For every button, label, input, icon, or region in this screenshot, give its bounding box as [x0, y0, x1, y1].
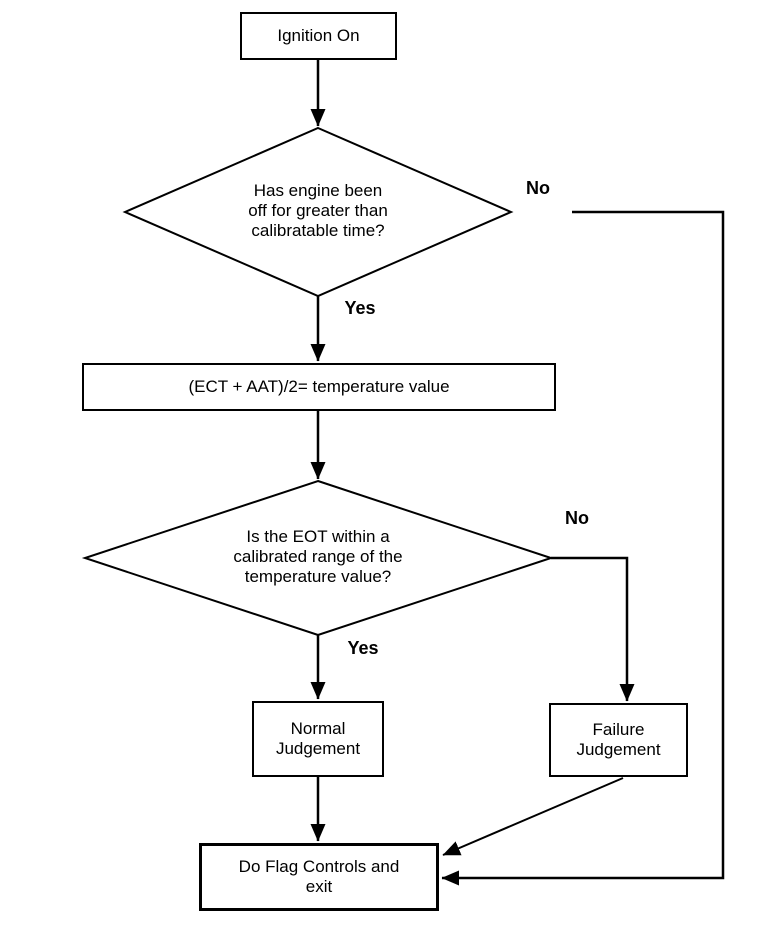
node-decision-engine-off-label: Has engine been off for greater than cal… — [248, 181, 388, 240]
edge-label-decision1-no: No — [526, 178, 550, 198]
connector-failure-to-exit — [442, 777, 624, 856]
edge-label-decision1-yes: Yes — [344, 298, 376, 318]
node-normal-judgement: Normal Judgement — [252, 701, 384, 777]
connector-decision2-no-to-failure — [551, 556, 635, 702]
node-decision-eot-range-label: Is the EOT within a calibrated range of … — [233, 527, 403, 586]
node-temperature-formula: (ECT + AAT)/2= temperature value — [82, 363, 556, 411]
edge-label-decision2-yes: Yes — [347, 638, 379, 658]
node-flag-controls-exit: Do Flag Controls and exit — [199, 843, 439, 911]
edge-label-decision2-no: No — [565, 508, 589, 528]
node-ignition-on: Ignition On — [240, 12, 397, 60]
connector-decision1-no-to-exit — [441, 210, 725, 886]
node-failure-judgement: Failure Judgement — [549, 703, 688, 777]
